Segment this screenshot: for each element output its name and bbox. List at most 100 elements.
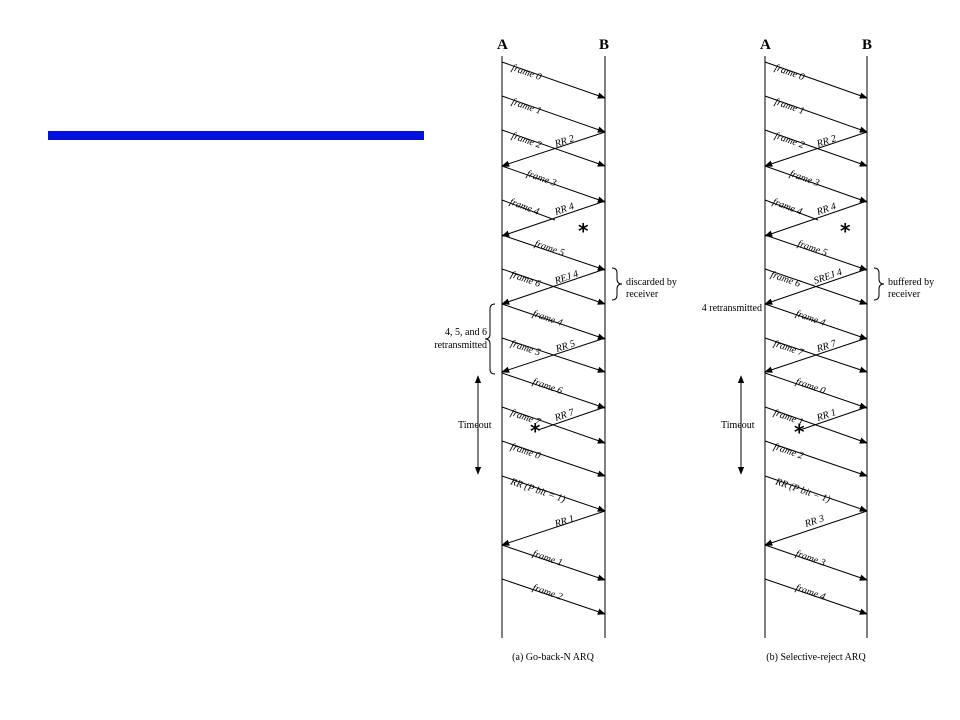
gbn-caption: (a) Go-back-N ARQ	[512, 652, 594, 663]
gbn-retransmit-brace	[484, 303, 496, 375]
sr-message-label: frame 4	[794, 582, 827, 602]
gbn-message-label: REJ 4	[552, 269, 579, 288]
sr-message-arrow	[799, 406, 868, 431]
gbn-message-label: RR 5	[554, 338, 577, 355]
gbn-message-label: RR 4	[552, 201, 575, 218]
accent-bar	[48, 131, 424, 140]
sr-message-arrow	[764, 440, 868, 477]
sr-message-label: frame 1	[773, 96, 806, 117]
sr-lost-marker: *	[794, 420, 805, 444]
gbn-message-arrow	[537, 406, 606, 431]
gbn-discard-note-line2: receiver	[626, 289, 659, 300]
gbn-message-label: RR (P bit = 1)	[508, 476, 567, 505]
gbn-message-arrow	[501, 303, 606, 340]
gbn-message-label: frame 0	[510, 62, 543, 83]
sr-message-arrows: frame 0 frame 1 frame 2 RR 2 frame 3 frame 4 R…	[764, 61, 868, 615]
sr-message-label: frame 0	[773, 62, 806, 83]
sr-message-arrow	[764, 510, 868, 546]
gbn-message-arrow	[501, 510, 606, 546]
gbn-message-label: RR 1	[553, 513, 576, 530]
gbn-message-label: frame 1	[531, 548, 564, 568]
sr-message-arrow	[764, 303, 868, 340]
sr-message-label: frame 3	[794, 548, 827, 568]
sr-message-label: frame 2	[772, 441, 805, 461]
sr-message-arrow	[764, 95, 868, 133]
gbn-timeout-label: Timeout	[458, 420, 492, 431]
gbn-message-arrow	[501, 475, 606, 512]
gbn-retransmit-note-line2: retransmitted	[434, 340, 487, 351]
gbn-message-arrow	[501, 544, 606, 581]
gbn-message-arrow	[501, 268, 606, 305]
sr-message-label: RR (P bit = 1)	[773, 476, 832, 505]
sr-endpoint-a-label: A	[760, 37, 771, 53]
sr-message-arrow	[764, 372, 868, 409]
gbn-discard-brace	[611, 267, 623, 301]
gbn-message-arrow	[501, 95, 606, 133]
sr-message-arrow	[764, 131, 868, 167]
sr-message-label: frame 4	[794, 308, 827, 328]
sr-message-arrow	[764, 61, 868, 99]
gbn-message-arrow	[501, 200, 606, 237]
sr-message-label: RR 1	[814, 407, 837, 424]
gbn-message-arrow	[501, 131, 606, 167]
gbn-message-label: frame 5	[533, 238, 566, 258]
sr-lost-marker: *	[840, 219, 851, 243]
gbn-message-arrow	[501, 234, 606, 271]
sr-message-label: RR 3	[803, 513, 826, 530]
gbn-message-label: frame 3	[525, 168, 558, 189]
gbn-message-label: frame 2	[510, 130, 543, 151]
gbn-message-arrow	[501, 337, 606, 373]
sr-buffer-brace	[873, 267, 885, 301]
sr-message-label: frame 7	[772, 338, 806, 358]
sr-message-arrow	[764, 475, 868, 512]
gbn-lost-marker: *	[578, 219, 589, 243]
sr-message-label: frame 3	[788, 168, 821, 189]
sr-message-arrow	[764, 337, 868, 373]
gbn-message-label: frame 6	[509, 269, 542, 289]
sr-message-arrow	[764, 200, 868, 237]
gbn-message-arrow	[501, 129, 606, 167]
sr-message-arrow	[764, 165, 868, 203]
gbn-message-arrow	[501, 578, 606, 615]
sr-message-label: RR 4	[814, 201, 837, 218]
gbn-message-label: frame 4	[508, 197, 541, 218]
sr-message-label: frame 0	[794, 376, 827, 396]
gbn-message-label: frame 4	[531, 308, 564, 328]
gbn-message-label: frame 6	[531, 376, 564, 396]
gbn-discard-note-line1: discarded by	[626, 277, 677, 288]
gbn-endpoint-a-label: A	[497, 37, 508, 53]
sr-message-arrow	[764, 578, 868, 615]
sr-retransmit-note: 4 retransmitted	[702, 303, 762, 314]
gbn-message-label: frame 2	[531, 582, 564, 602]
gbn-message-arrow	[501, 199, 556, 221]
sr-caption: (b) Selective-reject ARQ	[766, 652, 866, 663]
sr-message-arrow	[764, 234, 868, 271]
sr-buffer-note-line2: receiver	[888, 289, 921, 300]
gbn-message-label: RR 7	[552, 407, 576, 424]
sr-endpoint-b-label: B	[862, 37, 872, 53]
gbn-retransmit-note-line1: 4, 5, and 6	[445, 327, 487, 338]
gbn-lost-marker: *	[530, 419, 541, 443]
sr-buffer-note-line1: buffered by	[888, 277, 934, 288]
gbn-endpoint-b-label: B	[599, 37, 609, 53]
sr-message-label: RR 7	[815, 338, 839, 355]
gbn-message-label: frame 0	[509, 441, 542, 461]
sr-message-arrow	[764, 129, 868, 167]
sr-message-label: frame 5	[796, 238, 829, 258]
gbn-message-arrow	[501, 440, 606, 477]
gbn-message-arrow	[501, 165, 606, 203]
sr-message-label: RR 2	[815, 133, 838, 150]
gbn-message-label: frame 5	[509, 338, 542, 358]
gbn-message-label: RR 2	[553, 133, 576, 150]
gbn-message-arrows: frame 0 frame 1 frame 2 RR 2 frame 3 frame 4 R…	[501, 61, 606, 615]
gbn-message-arrow	[501, 61, 606, 99]
sr-message-arrow	[764, 268, 868, 305]
sr-message-arrow	[764, 544, 868, 581]
sr-timeout-label: Timeout	[721, 420, 755, 431]
gbn-message-label: frame 1	[510, 96, 543, 117]
gbn-message-arrow	[501, 372, 606, 409]
